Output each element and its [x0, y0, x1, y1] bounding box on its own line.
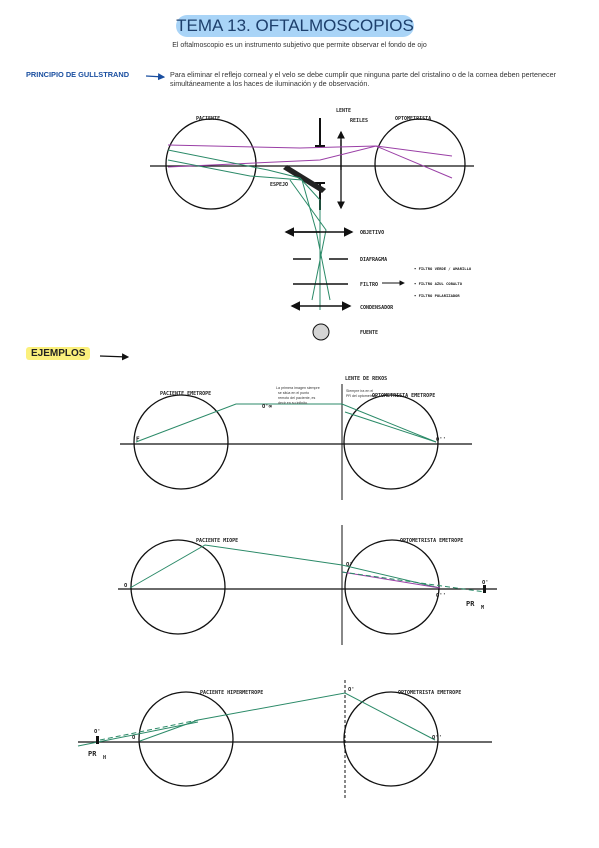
- ex1-lens-label: LENTE DE REKOS: [345, 376, 387, 382]
- ex3-patient-eye: [138, 691, 234, 787]
- paciente-label: PACIENTE: [196, 116, 220, 122]
- ex3-ray: [139, 692, 436, 742]
- ex2-label-o-prime: O': [482, 580, 489, 586]
- ex2-ray: [129, 544, 441, 589]
- filtro-option-2: • FILTRO AZUL COBALTO: [414, 281, 463, 286]
- ex1-optometrist-label: OPTOMETRISTA EMETROPE: [372, 393, 435, 399]
- patient-eye: [165, 118, 257, 210]
- ex3-dashed-ray: [99, 719, 199, 741]
- observation-ray-upper: [167, 144, 453, 157]
- example-1-diagram: [120, 384, 472, 500]
- fuente-label: FUENTE: [360, 330, 378, 336]
- ex3-label-o-prime: O': [94, 729, 101, 735]
- mirror: [283, 165, 326, 193]
- ex3-optometrist-label: OPTOMETRISTA EMETROPE: [398, 690, 461, 696]
- ex2-pr-label: PR: [466, 600, 475, 608]
- ex1-ray-2: [344, 411, 437, 443]
- ex3-optometrist-eye: [343, 691, 439, 787]
- objetivo-label: OBJETIVO: [360, 230, 384, 236]
- filtro-option-1: • FILTRO VERDE / AMARILLO: [414, 266, 472, 271]
- espejo-label: ESPEJO: [270, 182, 288, 188]
- optometrista-label: OPTOMETRISTA: [395, 116, 431, 122]
- ex2-patient-eye: [130, 539, 226, 635]
- example-3-diagram: [77, 680, 492, 798]
- ex2-ray-purple: [341, 571, 441, 589]
- ex1-note-left-4: decir en su infinito.: [278, 401, 308, 405]
- ex1-note-left-3: remoto del paciente, es: [278, 396, 316, 400]
- optometrist-eye: [374, 118, 466, 210]
- ex2-label-o-prime-lens: O': [346, 562, 353, 568]
- example-2-diagram: [118, 525, 497, 645]
- ex1-note-right-1: Siempre ira en el: [346, 389, 373, 393]
- examples-label: EJEMPLOS: [26, 347, 91, 360]
- ex2-label-o: O: [124, 583, 128, 589]
- ex3-pr-label: PR: [88, 750, 97, 758]
- illumination-ray-3: [289, 179, 327, 301]
- ex1-label-o-dbl: O'': [436, 437, 446, 443]
- principle-arrow: [145, 73, 166, 81]
- ex1-ray: [135, 403, 437, 443]
- ex2-dashed-ray: [341, 571, 486, 593]
- light-source: [312, 323, 330, 341]
- ex3-patient-label: PACIENTE HIPERMETROPE: [200, 690, 263, 696]
- ex2-patient-label: PACIENTE MIOPE: [196, 538, 238, 544]
- observation-ray-lower: [167, 145, 453, 179]
- principle-text: Para eliminar el reflejo corneal y el ve…: [170, 70, 556, 88]
- diafragma-label: DIAFRAGMA: [360, 257, 387, 263]
- ex3-label-o-prime-lens: O': [348, 687, 355, 693]
- page-subtitle: El oftalmoscopio es un instrumento subje…: [172, 42, 427, 49]
- ex2-optometrist-eye: [344, 539, 440, 635]
- illumination-ray-2: [167, 159, 331, 301]
- condensador-label: CONDENSADOR: [360, 305, 394, 311]
- lente-label-line1: LENTE: [336, 108, 351, 114]
- ex1-patient-label: PACIENTE EMETROPE: [160, 391, 211, 397]
- ex1-note-left-2: se sitúa en el punto: [278, 391, 309, 395]
- ex3-pr-marker: [96, 736, 99, 744]
- ex1-note-right-2: PR del optometrista: [346, 394, 378, 398]
- ex1-label-f: F: [136, 436, 140, 443]
- ex3-pr-sub: H: [103, 755, 106, 761]
- lente-label-line2: REILES: [350, 118, 368, 124]
- page-title: TEMA 13. OFTALMOSCOPIOS: [176, 15, 414, 37]
- ex2-label-o-dbl: O'': [436, 593, 446, 599]
- ex1-note-left-1: La primera imagen siempre: [276, 386, 320, 390]
- illumination-ray-1: [167, 149, 321, 310]
- ex1-optometrist-eye: [343, 394, 439, 490]
- ex2-optometrist-label: OPTOMETRISTA EMETROPE: [400, 538, 463, 544]
- ex1-label-o-prime: O'∞: [262, 404, 273, 410]
- ex3-label-o: O: [132, 735, 136, 741]
- filtro-option-3: • FILTRO POLARIZADOR: [414, 293, 460, 298]
- gullstrand-diagram: [150, 118, 474, 341]
- examples-arrow: [99, 353, 130, 361]
- ex2-pr-marker: [483, 585, 486, 593]
- filtro-label: FILTRO: [360, 282, 378, 288]
- ex1-patient-eye: [133, 394, 229, 490]
- principle-label: PRINCIPIO DE GULLSTRAND: [26, 70, 130, 79]
- ex3-label-o-dbl: O'': [432, 735, 442, 741]
- ex2-pr-sub: M: [481, 605, 484, 611]
